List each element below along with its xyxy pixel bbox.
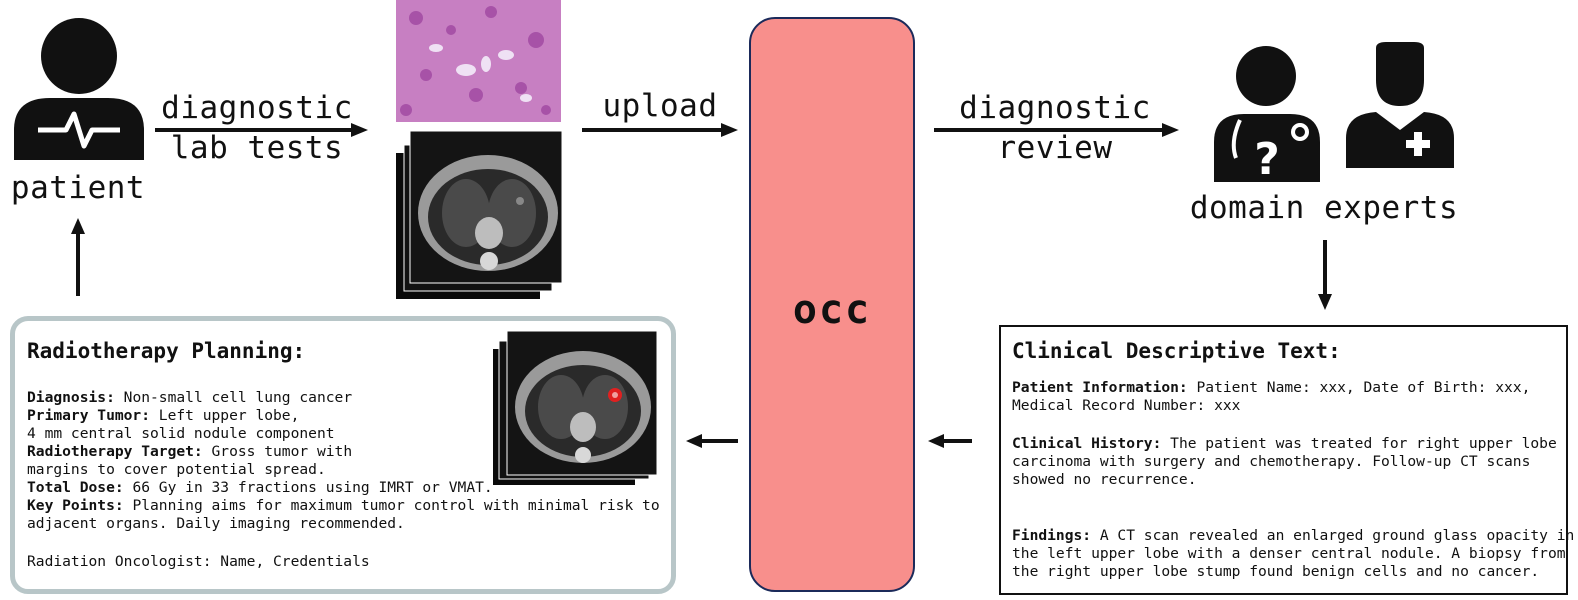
right-arrow	[582, 123, 738, 137]
planning-diagnosis: Diagnosis: Non-small cell lung cancer	[27, 389, 353, 406]
diagnostic-review-label-2: review	[997, 130, 1113, 166]
planning-primary-tumor-2: 4 mm central solid nodule component	[27, 425, 335, 442]
down-arrow	[1318, 240, 1332, 310]
planning-title: Radiotherapy Planning:	[27, 339, 306, 363]
clinical-patient-info-2: Medical Record Number: xxx	[1012, 397, 1241, 414]
planning-target: Radiotherapy Target: Gross tumor with	[27, 443, 353, 460]
doctor-question-icon: ?	[1214, 46, 1320, 182]
clinical-history-2: carcinoma with surgery and chemotherapy.…	[1012, 453, 1531, 470]
medical-cross-person-icon	[1346, 42, 1454, 168]
radiotherapy-planning-panel: Radiotherapy Planning: Diagnosis: Non-sm…	[10, 316, 676, 594]
planning-signature: Radiation Oncologist: Name, Credentials	[27, 553, 370, 570]
patient-label: patient	[10, 170, 146, 206]
planning-key-points: Key Points: Planning aims for maximum tu…	[27, 497, 660, 514]
clinical-findings-3: the right upper lobe stump found benign …	[1012, 563, 1540, 580]
clinical-title: Clinical Descriptive Text:	[1012, 339, 1341, 363]
diagnostic-label: diagnostic	[161, 90, 353, 126]
right-arrow	[934, 123, 1179, 137]
planning-primary-tumor: Primary Tumor: Left upper lobe,	[27, 407, 300, 424]
planning-dose: Total Dose: 66 Gy in 33 fractions using …	[27, 479, 493, 496]
domain-experts-label: domain experts	[1189, 190, 1459, 226]
clinical-patient-info: Patient Information: Patient Name: xxx, …	[1012, 379, 1531, 396]
ct-scan-stack-image	[396, 131, 562, 299]
occ-label: occ	[792, 287, 872, 333]
ct-tumor-image	[493, 331, 657, 485]
clinical-text-panel: Clinical Descriptive Text: Patient Infor…	[999, 325, 1574, 595]
occ-module: occ	[749, 17, 915, 592]
lab-tests-label: lab tests	[170, 130, 344, 166]
left-arrow	[686, 434, 738, 448]
up-arrow	[71, 218, 85, 296]
patient-heartbeat-icon	[14, 18, 144, 160]
diagnostic-review-label-1: diagnostic	[959, 90, 1151, 126]
svg-text:?: ?	[1254, 134, 1280, 182]
histology-image	[396, 0, 561, 122]
clinical-findings: Findings: A CT scan revealed an enlarged…	[1012, 527, 1575, 544]
upload-label: upload	[602, 88, 718, 124]
clinical-history-3: showed no recurrence.	[1012, 471, 1197, 488]
clinical-history: Clinical History: The patient was treate…	[1012, 435, 1557, 452]
left-arrow	[928, 434, 972, 448]
planning-target-2: margins to cover potential spread.	[27, 461, 326, 478]
planning-key-points-2: adjacent organs. Daily imaging recommend…	[27, 515, 405, 532]
clinical-findings-2: the left upper lobe with a denser centra…	[1012, 545, 1566, 562]
right-arrow	[155, 123, 368, 137]
